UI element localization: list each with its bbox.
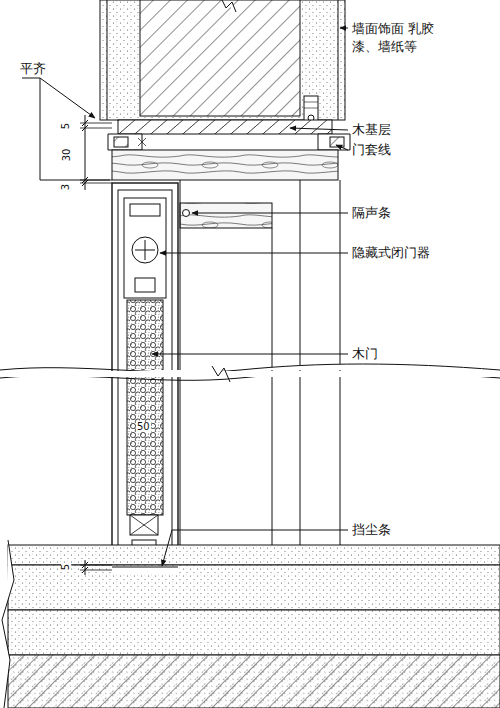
part-label: 墙面饰面 乳胶漆、墙纸等	[352, 20, 448, 55]
part-label: 隐藏式闭门器	[352, 244, 430, 262]
part-label: 木门	[352, 345, 378, 363]
part-label: 门套线	[352, 141, 391, 159]
dimension-text: 50	[136, 422, 151, 432]
dimension-text: 30	[62, 148, 72, 163]
part-label: 隔声条	[352, 204, 391, 222]
dimension-text: 5	[61, 563, 71, 571]
part-label: 木基层	[352, 121, 391, 139]
note-label: 平齐	[20, 60, 46, 78]
part-label: 挡尘条	[352, 521, 391, 539]
dimension-text: 3	[61, 183, 71, 191]
dimension-text: 5	[61, 122, 71, 130]
